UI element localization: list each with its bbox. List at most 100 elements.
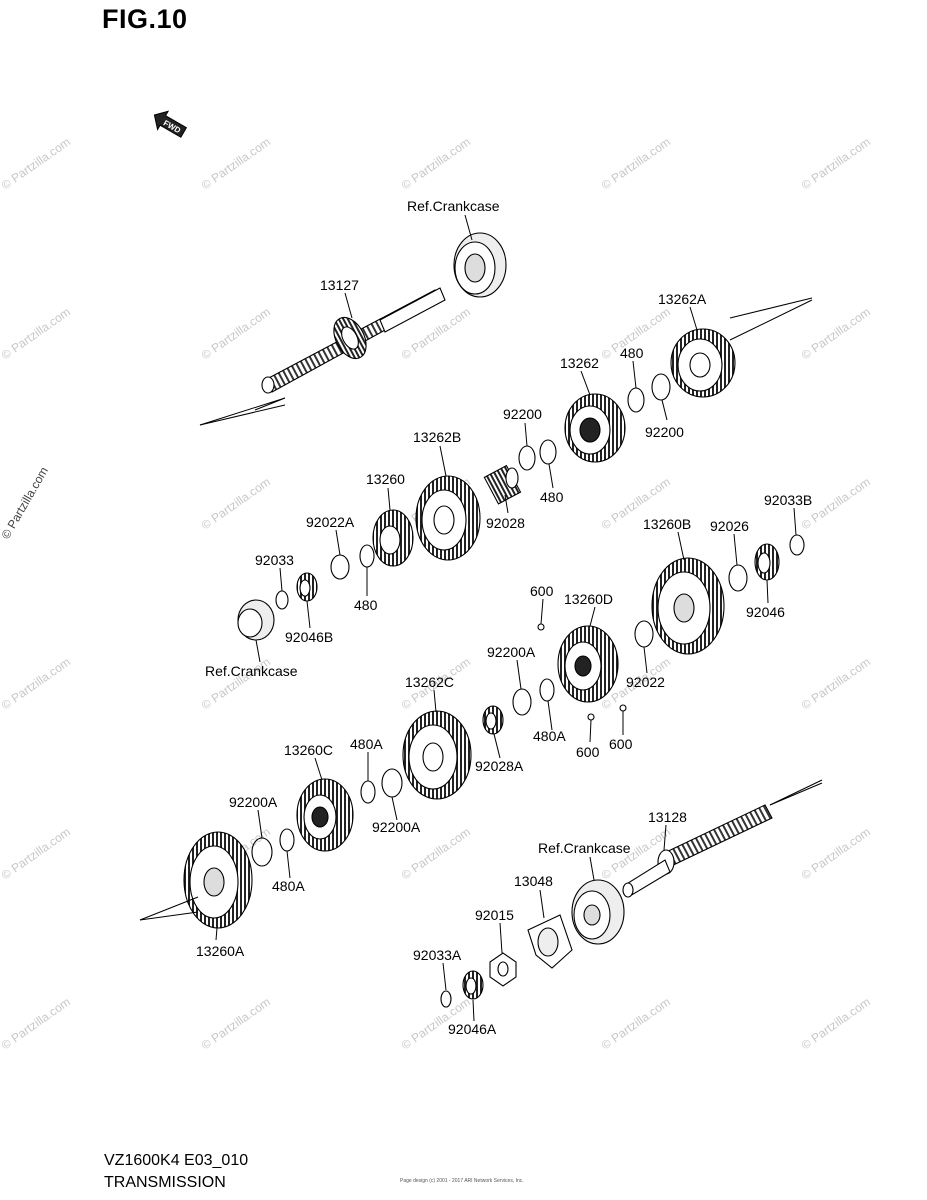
callout-13262: 13262	[560, 355, 599, 371]
callout-480-c: 480	[354, 597, 378, 613]
needle-bearing-92046	[754, 543, 780, 581]
callout-13260A: 13260A	[196, 943, 245, 959]
circlip-480A-right	[539, 678, 555, 702]
callout-13127: 13127	[320, 277, 359, 293]
callout-92200-a: 92200	[503, 406, 542, 422]
callout-labels: Ref.Crankcase 13127 13262A 13262 480 922…	[196, 198, 812, 1037]
callout-92200A-top: 92200A	[487, 644, 536, 660]
callout-600-b: 600	[576, 744, 600, 760]
output-shaft-13128	[622, 804, 773, 898]
circlip-92033A	[440, 990, 452, 1008]
callout-92033B: 92033B	[764, 492, 812, 508]
callout-480-b: 480	[540, 489, 564, 505]
callout-13260D: 13260D	[564, 591, 613, 607]
cam-13048	[527, 914, 573, 969]
washer-92022	[634, 620, 654, 648]
washer-92200-a	[518, 445, 536, 471]
gear-13260A	[183, 831, 253, 929]
watermark: © Partzilla.com	[0, 655, 73, 713]
callout-92028A: 92028A	[475, 758, 524, 774]
watermark: © Partzilla.com	[799, 135, 873, 193]
watermark: © Partzilla.com	[799, 655, 873, 713]
washer-92022A	[330, 554, 350, 580]
callout-ref-crankcase-bottom: Ref.Crankcase	[538, 840, 631, 856]
bearing-ref-crankcase-top	[453, 232, 507, 298]
callout-13260B: 13260B	[643, 516, 691, 532]
nut-92015-hole	[497, 961, 509, 977]
watermark: © Partzilla.com	[199, 475, 273, 533]
callout-92026: 92026	[710, 518, 749, 534]
gear-13260C	[296, 778, 354, 852]
callout-ref-crankcase-left: Ref.Crankcase	[205, 663, 298, 679]
circlip-480-c	[359, 544, 375, 568]
washer-92200A-mid	[381, 768, 403, 798]
callout-92200A-mid: 92200A	[372, 819, 421, 835]
needle-bearing-92028	[483, 464, 522, 505]
callout-92028: 92028	[486, 515, 525, 531]
callout-480A-right: 480A	[533, 728, 566, 744]
callout-92015: 92015	[475, 907, 514, 923]
callout-92022: 92022	[626, 674, 665, 690]
callout-600-top: 600	[530, 583, 554, 599]
circlip-92033B	[789, 534, 805, 556]
bearing-ref-crankcase-bottom	[571, 879, 625, 945]
gear-13260B	[651, 557, 725, 655]
ball-600-c	[619, 704, 627, 712]
circlip-480A-mid	[360, 780, 376, 804]
callout-13260C: 13260C	[284, 742, 333, 758]
callout-ref-crankcase-top: Ref.Crankcase	[407, 198, 500, 214]
needle-bearing-92028A	[482, 705, 504, 735]
gear-13262B	[415, 475, 481, 561]
callout-92046A: 92046A	[448, 1021, 497, 1037]
needle-bearing-92046A	[462, 970, 484, 1000]
circlip-480-b	[539, 439, 557, 465]
bearing-ref-crankcase-left	[237, 599, 275, 641]
ball-600-top	[537, 623, 545, 631]
footer-section-title: TRANSMISSION	[104, 1174, 226, 1191]
washer-92200A-top	[512, 688, 532, 716]
gear-13260	[372, 509, 414, 567]
washer-92026	[728, 564, 748, 592]
gear-13262C	[402, 710, 472, 800]
callout-13128: 13128	[648, 809, 687, 825]
gear-13262	[564, 393, 626, 463]
callout-13262B: 13262B	[413, 429, 461, 445]
watermark: © Partzilla.com	[199, 135, 273, 193]
callout-13260: 13260	[366, 471, 405, 487]
watermark: © Partzilla.com	[799, 995, 873, 1053]
watermark: © Partzilla.com	[399, 135, 473, 193]
leader-lines	[215, 214, 797, 1022]
input-shaft-13127	[261, 287, 446, 394]
watermark: © Partzilla.com	[799, 825, 873, 883]
circlip-480-top	[627, 387, 645, 413]
gear-13262A	[670, 328, 736, 398]
callout-13262C: 13262C	[405, 674, 454, 690]
callout-92200-b: 92200	[645, 424, 684, 440]
callout-13048: 13048	[514, 873, 553, 889]
ball-600-b	[587, 713, 595, 721]
watermark: © Partzilla.com	[0, 135, 73, 193]
callout-480A-mid: 480A	[350, 736, 383, 752]
callout-480-top: 480	[620, 345, 644, 361]
watermark: © Partzilla.com	[0, 464, 51, 541]
watermark: © Partzilla.com	[599, 135, 673, 193]
callout-92046B: 92046B	[285, 629, 333, 645]
watermark: © Partzilla.com	[0, 825, 73, 883]
callout-92022A: 92022A	[306, 514, 355, 530]
washer-92200-b	[651, 373, 671, 401]
watermark: © Partzilla.com	[199, 305, 273, 363]
callout-92033A: 92033A	[413, 947, 462, 963]
callout-600-c: 600	[609, 736, 633, 752]
figure-title: FIG.10	[102, 4, 188, 34]
watermark: © Partzilla.com	[0, 305, 73, 363]
footer-copyright: Page design (c) 2001 - 2017 ARI Network …	[400, 1178, 524, 1184]
fwd-arrow-icon: FWD	[153, 110, 188, 138]
circlip-480A-low	[279, 828, 295, 852]
needle-bearing-92046B	[296, 572, 318, 602]
circlip-92033	[275, 590, 289, 610]
watermark: © Partzilla.com	[199, 995, 273, 1053]
callout-480A-low: 480A	[272, 878, 305, 894]
watermark: © Partzilla.com	[0, 995, 73, 1053]
callout-92200A-left: 92200A	[229, 794, 278, 810]
